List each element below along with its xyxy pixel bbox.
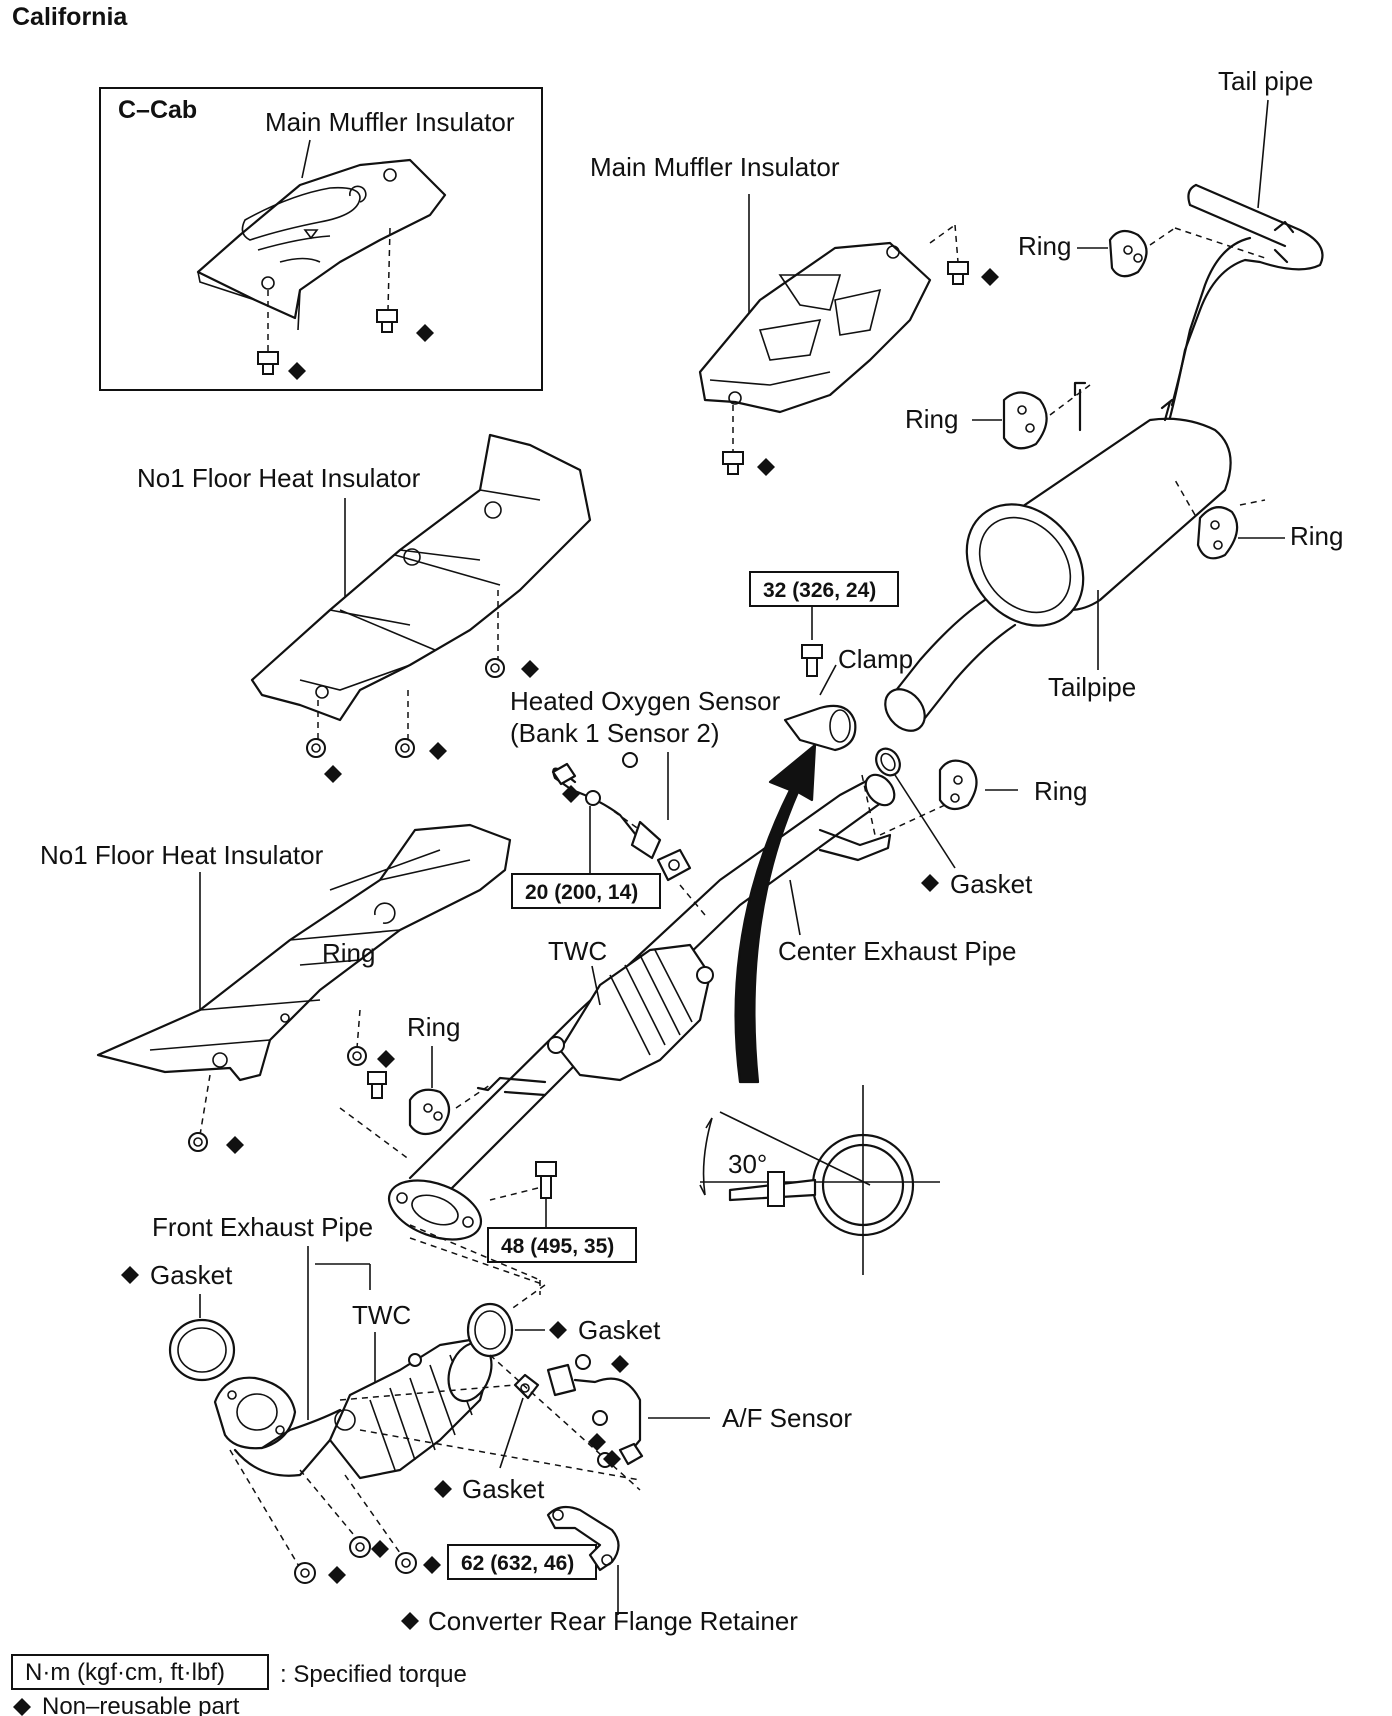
diamond-icon bbox=[611, 1355, 629, 1373]
ring-2 bbox=[1002, 391, 1048, 450]
tail-pipe-assembly: Tail pipe Tailpipe bbox=[884, 66, 1324, 732]
torque-box-oxygen-sensor bbox=[511, 873, 661, 909]
legend: N·m (kgf·cm, ft·lbf) : Specified torque … bbox=[11, 1654, 467, 1716]
torque-center-pipe-bolt: 48 (495, 35) bbox=[501, 1235, 614, 1258]
diamond-icon bbox=[416, 324, 434, 342]
diamond-icon bbox=[423, 1556, 441, 1574]
af-sensor-label: A/F Sensor bbox=[722, 1403, 852, 1433]
c-cab-inset: C–Cab Main Muffler Insulator bbox=[99, 87, 543, 391]
angle-label: 30° bbox=[728, 1149, 767, 1179]
af-sensor-wire bbox=[573, 1377, 642, 1454]
torque-front-pipe-nut: 62 (632, 46) bbox=[461, 1552, 574, 1575]
torque-box-front-pipe bbox=[447, 1544, 597, 1580]
torque-box-clamp bbox=[749, 571, 899, 607]
ring-label-5: Ring bbox=[322, 938, 375, 968]
diamond-icon bbox=[549, 1321, 567, 1339]
gasket-ring-center: Gasket Ring bbox=[861, 747, 1087, 899]
converter-rear-flange-retainer-label: Converter Rear Flange Retainer bbox=[428, 1606, 798, 1636]
ring-group-upper: Ring Ring Ring bbox=[905, 227, 1343, 560]
bolt-icon bbox=[376, 309, 398, 333]
floor-heat-insulator-label-1: No1 Floor Heat Insulator bbox=[137, 463, 421, 493]
legend-non-reusable: Non–reusable part bbox=[42, 1693, 240, 1716]
tailpipe-label: Tailpipe bbox=[1048, 672, 1136, 702]
oxygen-sensor-wire bbox=[552, 767, 642, 842]
diamond-icon bbox=[521, 660, 539, 678]
diamond-icon bbox=[288, 362, 306, 380]
floor-heat-insulator-lower: No1 Floor Heat Insulator Ring Ring bbox=[40, 823, 512, 1161]
torque-clamp-bolt: 32 (326, 24) bbox=[763, 579, 876, 602]
diamond-icon bbox=[921, 874, 939, 892]
front-exhaust-pipe-group: Front Exhaust Pipe TWC Gasket Gasket bbox=[121, 1212, 852, 1636]
clamp-angle-detail: 30° bbox=[699, 1085, 940, 1275]
twc-label-front: TWC bbox=[352, 1300, 411, 1330]
gasket-label-1: Gasket bbox=[150, 1260, 233, 1290]
ring-label-2: Ring bbox=[905, 404, 958, 434]
clamp-label: Clamp bbox=[838, 644, 913, 674]
torque-oxygen-sensor: 20 (200, 14) bbox=[525, 881, 638, 904]
diamond-icon bbox=[562, 785, 580, 803]
diamond-icon bbox=[377, 1050, 395, 1068]
floor-heat-insulator-upper: No1 Floor Heat Insulator bbox=[137, 433, 592, 783]
bolt-icon bbox=[801, 644, 823, 677]
gasket-label-3: Gasket bbox=[462, 1474, 545, 1504]
tail-pipe-label: Tail pipe bbox=[1218, 66, 1313, 96]
bolt-icon bbox=[257, 351, 279, 375]
twc-center bbox=[558, 943, 712, 1082]
legend-torque-desc: : Specified torque bbox=[280, 1661, 467, 1688]
inset-muffler-insulator-shape bbox=[196, 158, 447, 331]
converter-rear-flange-retainer bbox=[546, 1505, 620, 1572]
diamond-icon bbox=[429, 742, 447, 760]
heated-oxygen-sensor-group: Heated Oxygen Sensor (Bank 1 Sensor 2) 2… bbox=[510, 686, 781, 916]
clamp-shape bbox=[783, 704, 857, 752]
gasket-label-2: Gasket bbox=[578, 1315, 661, 1345]
main-muffler-insulator-group: Main Muffler Insulator bbox=[590, 152, 999, 476]
page-title: California bbox=[12, 3, 128, 31]
bolt-icon bbox=[722, 451, 744, 475]
diamond-icon bbox=[588, 1433, 606, 1451]
heated-oxygen-sensor-label: Heated Oxygen Sensor bbox=[510, 686, 781, 716]
twc-label-center: TWC bbox=[548, 936, 607, 966]
diamond-icon bbox=[434, 1480, 452, 1498]
main-muffler-insulator-label: Main Muffler Insulator bbox=[590, 152, 840, 182]
center-pipe-flange bbox=[387, 1179, 483, 1241]
gasket-1 bbox=[168, 1318, 236, 1382]
bank-sensor-label: (Bank 1 Sensor 2) bbox=[510, 718, 720, 748]
diamond-icon bbox=[981, 268, 999, 286]
bolt-icon bbox=[367, 1071, 387, 1099]
ring-label-6: Ring bbox=[407, 1012, 460, 1042]
center-exhaust-pipe-label: Center Exhaust Pipe bbox=[778, 936, 1016, 966]
diamond-icon bbox=[121, 1266, 139, 1284]
diamond-icon bbox=[13, 1698, 31, 1716]
diamond-icon bbox=[603, 1450, 621, 1468]
rotation-arrow bbox=[734, 743, 817, 1084]
inset-title: C–Cab bbox=[118, 96, 197, 124]
gasket-label-center: Gasket bbox=[950, 869, 1033, 899]
diamond-icon bbox=[226, 1136, 244, 1154]
torque-box-center-pipe bbox=[487, 1227, 637, 1263]
center-pipe-bolt-group: 48 (495, 35) bbox=[409, 1161, 637, 1295]
floor-heat-insulator-label-2: No1 Floor Heat Insulator bbox=[40, 840, 324, 870]
legend-torque-unit: N·m (kgf·cm, ft·lbf) bbox=[25, 1659, 225, 1686]
ring-label-1: Ring bbox=[1018, 231, 1071, 261]
front-exhaust-pipe-label: Front Exhaust Pipe bbox=[152, 1212, 373, 1242]
diamond-icon bbox=[371, 1540, 389, 1558]
diamond-icon bbox=[324, 765, 342, 783]
diamond-icon bbox=[757, 458, 775, 476]
legend-torque-box bbox=[11, 1654, 269, 1690]
diamond-icon bbox=[328, 1566, 346, 1584]
ring-label-4: Ring bbox=[1034, 776, 1087, 806]
bolt-icon bbox=[535, 1161, 557, 1199]
inset-main-muffler-insulator-label: Main Muffler Insulator bbox=[265, 107, 515, 137]
bolt-icon bbox=[947, 261, 969, 285]
ring-3 bbox=[1196, 506, 1239, 560]
center-exhaust-pipe: TWC Center Exhaust Pipe bbox=[387, 773, 1016, 1241]
clamp-group: 32 (326, 24) Clamp bbox=[749, 571, 913, 752]
diamond-icon bbox=[401, 1612, 419, 1630]
ring-label-3: Ring bbox=[1290, 521, 1343, 551]
ring-4 bbox=[938, 759, 978, 811]
